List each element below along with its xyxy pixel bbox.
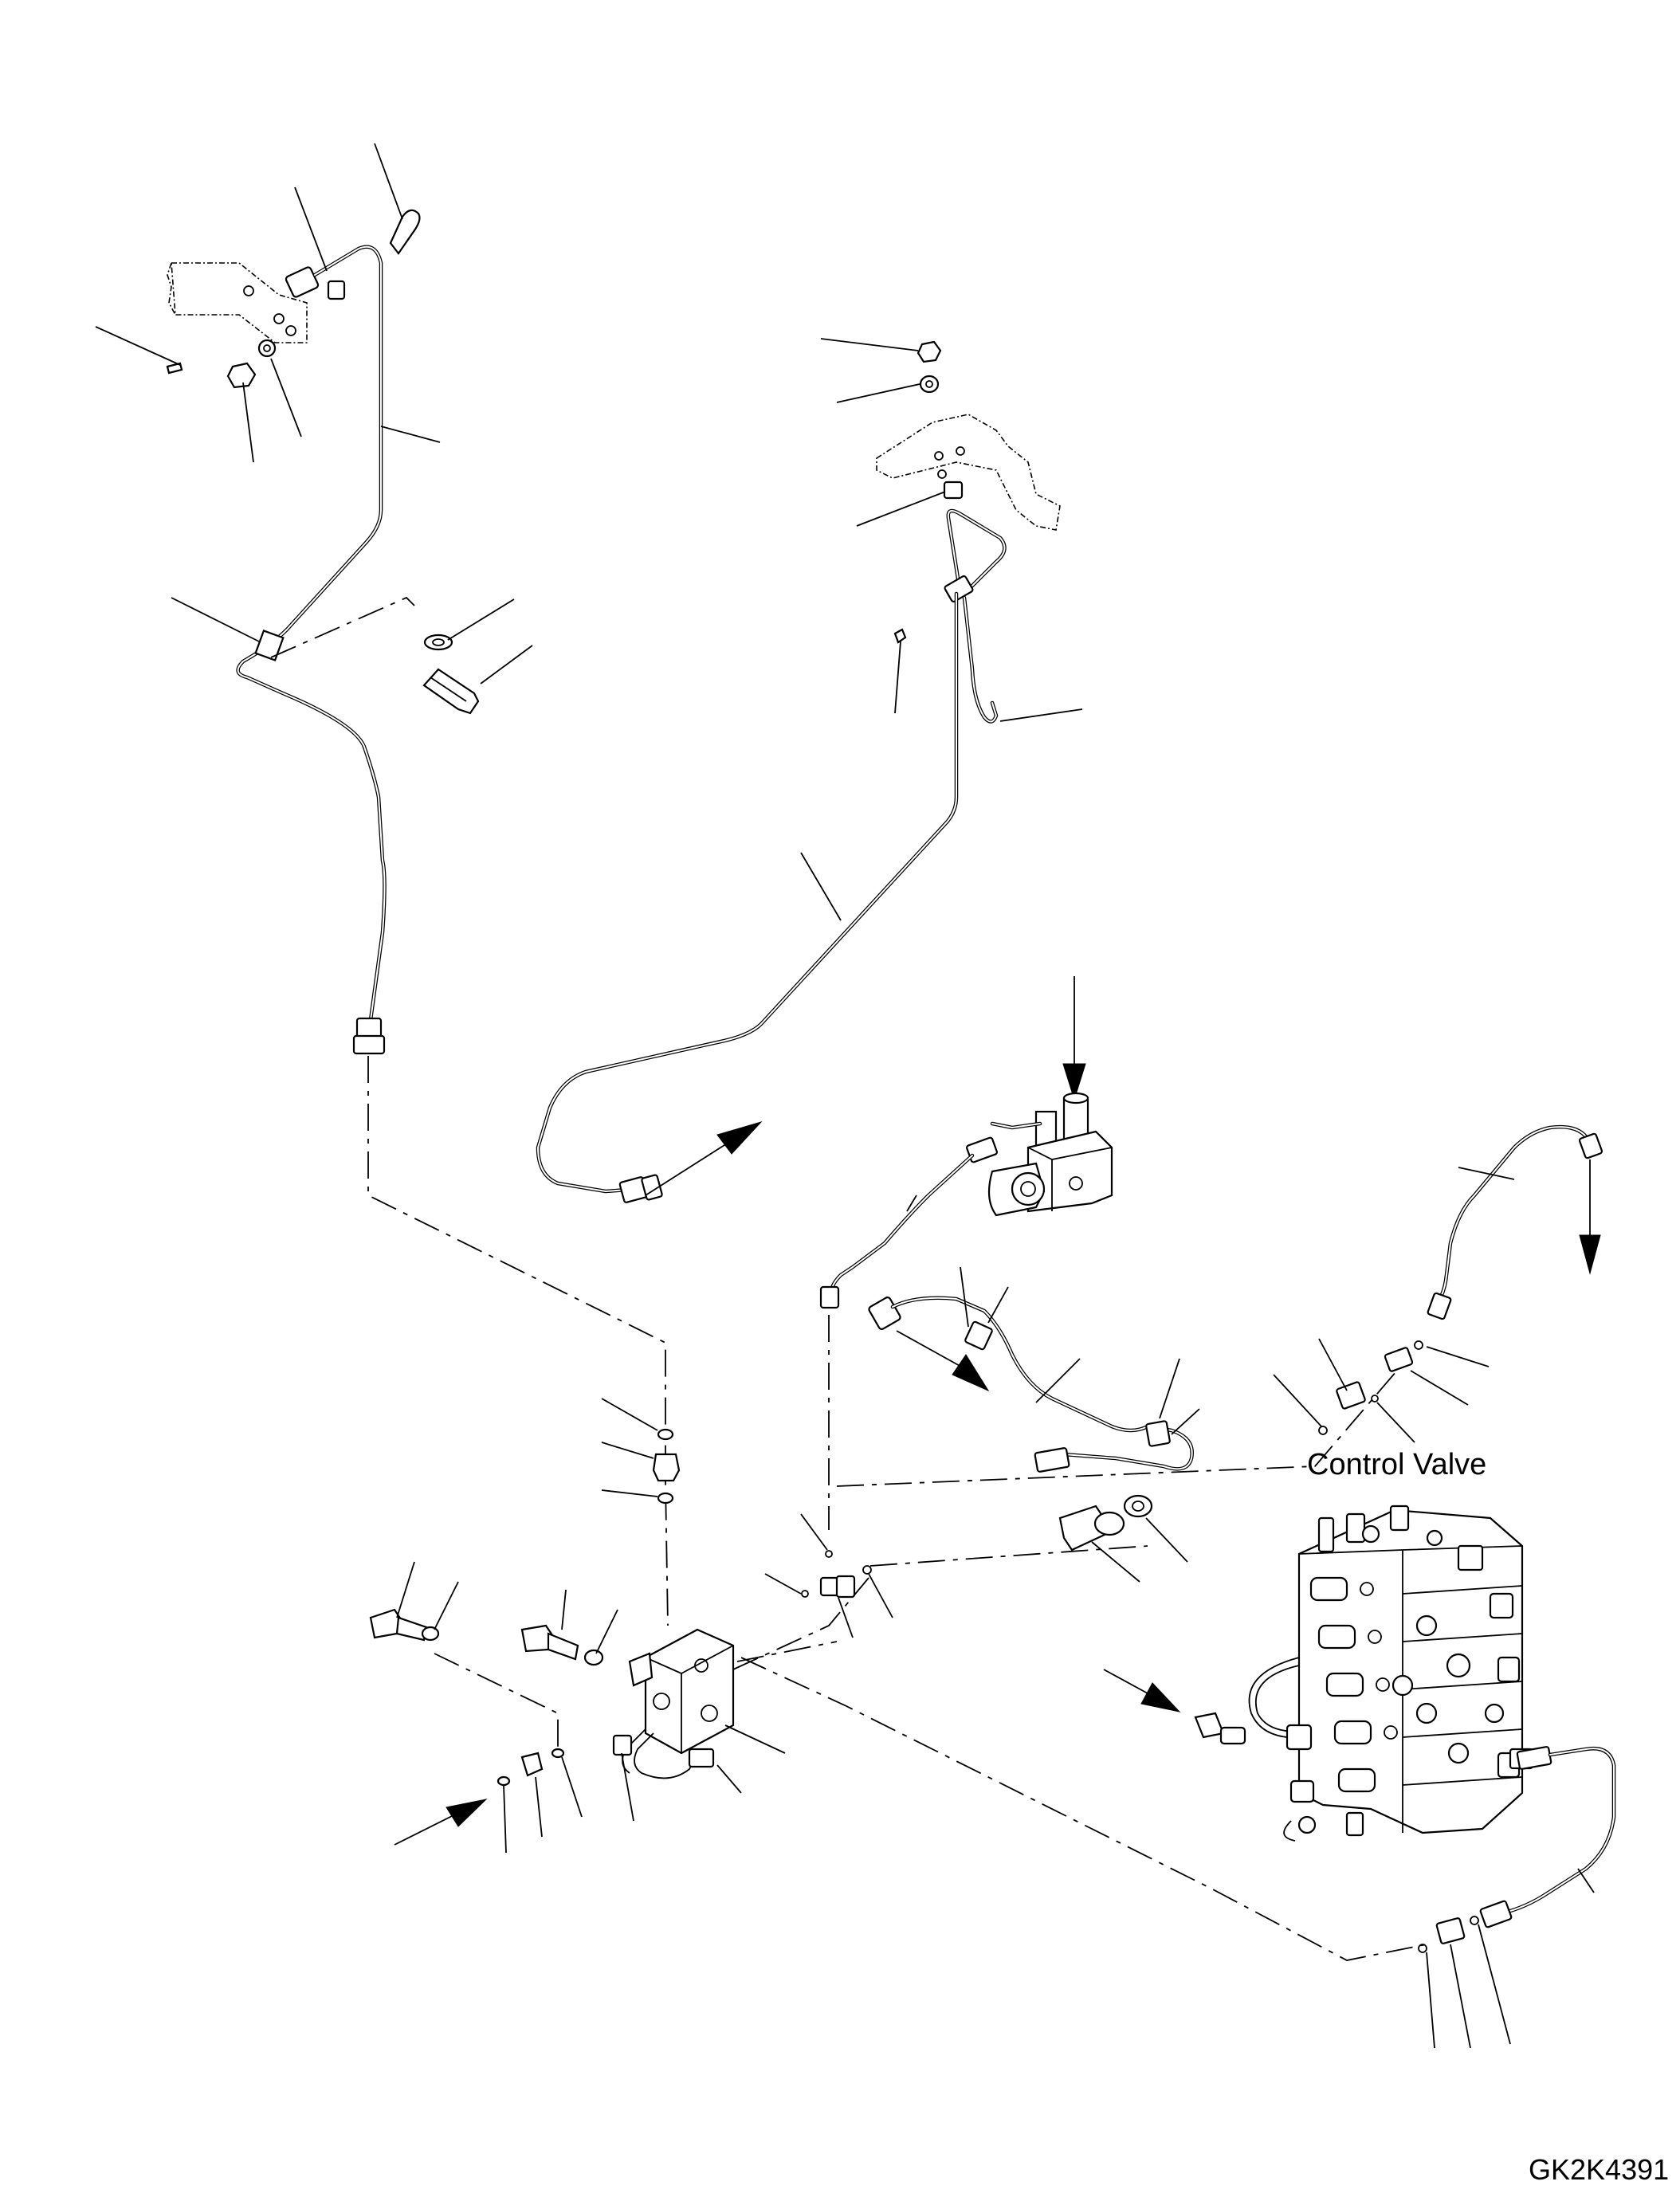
right-top-hose <box>1427 1124 1603 1320</box>
drawing-code: GK2K4391 <box>1529 2153 1669 2186</box>
junction-block <box>369 1398 1427 1961</box>
control-valve-label: Control Valve <box>1307 1448 1486 1481</box>
hose-assembly-middle <box>868 1266 1200 1473</box>
left-pipe-assembly <box>95 143 669 1626</box>
center-pipe-assembly <box>536 338 1083 1203</box>
control-valve: Control Valve <box>1103 1448 1616 2049</box>
left-steel-pipe <box>236 245 387 1022</box>
tee-adapter <box>764 1513 1148 1638</box>
solenoid-valve <box>819 976 1113 1530</box>
fittings-chain <box>836 1338 1490 1583</box>
center-steel-pipe <box>536 591 959 1194</box>
